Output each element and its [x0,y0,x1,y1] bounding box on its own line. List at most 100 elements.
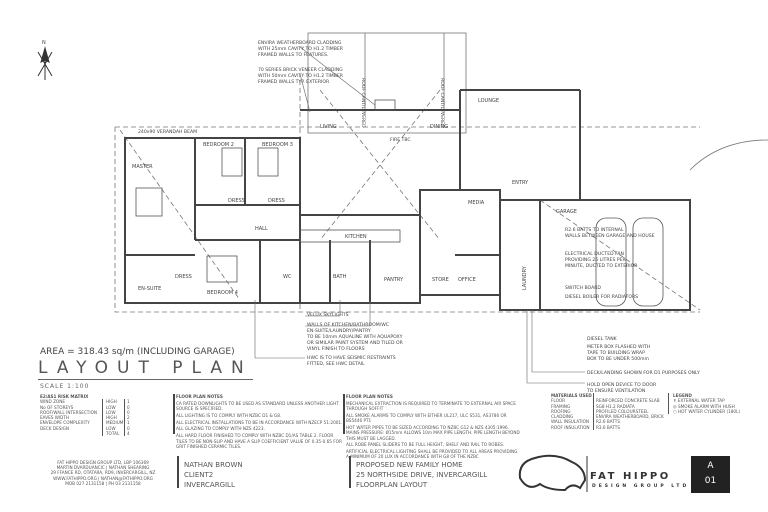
legend-heading: LEGEND [673,393,692,398]
project-title: PROPOSED NEW FAMILY HOME [356,461,463,469]
risk-level: HIGH [102,415,124,421]
room-store: STORE [432,277,449,283]
risk-level: LOW [102,409,124,416]
materials-heading-row: MATERIALS USED [551,393,664,399]
callout-fan-3: MINUTE, DUCTED TO EXTERIOR [565,263,638,269]
callout-batts-2: WALLS BETWEEN GARAGE AND HOUSE [565,233,655,239]
north-label: N [42,40,46,46]
room-dress-1: DRESS [228,198,245,204]
project-block: PROPOSED NEW FAMILY HOME 25 NORTHSIDE DR… [356,460,487,490]
sheet-number: 01 [704,476,717,486]
callout-walls-1: WALLS OF KITCHEN/BATHROOM/WC [307,322,389,328]
callout-hwc-2: FITTED, SEE HWC DETAIL [307,361,365,367]
risk-total: 4 [124,431,130,437]
callouts: ENVIRA WEATHERBOARD CLADDING WITH 25mm C… [138,40,700,394]
note-item: ALL SMOKE ALARMS TO COMPLY WITH EITHER U… [346,412,507,424]
legend: LEGEND ✝ EXTERNAL WATER TAP ◎ SMOKE ALAR… [668,393,740,415]
room-wc: WC [283,274,292,280]
legend-item: ○ HOT WATER CYLINDER (180L) [673,409,740,414]
material-item: FRAMING [551,403,571,409]
risk-score: 0 [124,404,130,410]
material-value: SG8 H1.2 RADIATA [593,403,635,409]
room-ensuite: EN-SUITE [138,286,161,292]
firm-details: FAT HIPPO DESIGN GROUP LTD, LBP 106369 M… [38,460,168,486]
room-lounge: LOUNGE [478,98,499,104]
brand-name: FAT HIPPO [590,471,671,482]
project-address: 25 NORTHSIDE DRIVE, INVERCARGILL [356,471,488,479]
risk-matrix-heading: E2/AS1 RISK MATRIX [40,394,89,399]
risk-score: 1 [124,399,130,405]
risk-level: HIGH [102,399,124,405]
materials-heading: MATERIALS USED [551,393,592,398]
callout-velux: VELUX SKYLIGHTS [307,312,349,318]
room-living: LIVING [320,124,337,130]
risk-score: 2 [124,415,130,421]
room-dress-2: DRESS [268,198,285,204]
client-name: NATHAN BROWN [184,461,243,469]
callout-fan-2: PROVIDING 25 LITRES PER [565,257,627,263]
room-office: OFFICE [458,277,476,283]
firm-line: FAT HIPPO DESIGN GROUP LTD, LBP 106369 [57,460,149,465]
callout-switchboard: SWITCH BOARD [565,285,601,291]
client-block: NATHAN BROWN CLIENT2 INVERCARGILL [184,460,243,490]
notes-heading: FLOOR PLAN NOTES [346,394,393,399]
room-bedroom-4: BEDROOM 4 [207,290,238,296]
room-pantry: PANTRY [384,277,404,283]
hot-water-cylinder-icon: ○ [673,408,677,414]
note-item: MECHANICAL EXTRACTION IS REQUIRED TO TER… [346,400,516,412]
material-item: CLADDING [551,414,574,420]
material-value: PROFILED COLOURSTEEL [593,408,648,415]
material-value: R2.6 BATTS [593,419,620,425]
room-hall: HALL [255,226,268,232]
callout-meter-3: BOX TO BE UNDER 500mm [587,356,650,362]
client-ref: CLIENT2 [184,471,214,479]
note-item: HOT WATER PIPES TO BE SIZED ACCORDING TO… [346,424,520,441]
callout-brick-1: 70 SERIES BRICK VENEER CLADDING [258,67,343,73]
callout-fan-1: ELECTRICAL DUCTED FAN [565,251,624,257]
room-media: MEDIA [468,200,485,206]
material-row: FRAMING SG8 H1.2 RADIATA [551,403,664,409]
risk-item: EAVES WIDTH [40,415,70,421]
material-row: CLADDING ENVIRA WEATHERBOARD, BRICK [551,414,664,420]
hippo-logo-icon [518,454,587,492]
risk-score: 1 [124,420,130,426]
risk-item: DECK DESIGN [40,425,70,431]
room-laundry: LAUNDRY [522,265,528,290]
car-icons [135,99,664,307]
room-dining: DINING [430,124,448,130]
material-value: R3.6 BATTS [593,424,620,431]
legend-label: EXTERNAL WATER TAP [677,398,725,404]
material-value: REINFORCED CONCRETE SLAB [593,398,660,404]
material-item: ROOFING [551,408,571,414]
client-location: INVERCARGILL [184,481,235,489]
callout-hold-open-1: HOLD OPEN DEVICE TO DOOR [587,382,657,388]
callout-walls-4: OR SIMILAR PAINT SYSTEM AND TILED OR [307,340,404,346]
room-garage: GARAGE [556,209,577,215]
callout-walls-3: TO BE 10mm AQUALINE WITH AQUAPOXY [306,334,403,340]
risk-score: 0 [124,425,130,432]
callout-brick-3: FRAMED WALLS TYP. EXTERIOR [258,79,330,85]
callout-meter-2: TAPE TO BUILDING WRAP [586,350,645,356]
risk-level: LOW [102,404,124,410]
note-item: ALL LIGHTING IS TO COMPLY WITH NZBC D1 &… [176,412,282,418]
risk-item: ENVELOPE COMPLEXITY [40,420,90,426]
note-item: ALL ROBE PANEL SLIDERS TO BE FULL HEIGHT… [346,442,505,448]
sheet-number-box: A 01 [691,456,730,493]
callout-weatherboard-1: ENVIRA WEATHERBOARD CLADDING [258,40,342,46]
material-value: ENVIRA WEATHERBOARD, BRICK [593,414,664,420]
callout-weatherboard-3: FRAMED WALLS TO FEATURES. [258,52,328,58]
legend-item: ✝ EXTERNAL WATER TAP [673,398,740,403]
callout-verandah-beam: 240x90 VERANDAH BEAM [138,129,197,135]
room-dress-3: DRESS [175,274,192,280]
firm-line: MOB 027 2131158 | PH 03 2131158 [65,480,141,486]
risk-level: MEDIUM [102,420,124,426]
room-bath: BATH [333,274,347,280]
